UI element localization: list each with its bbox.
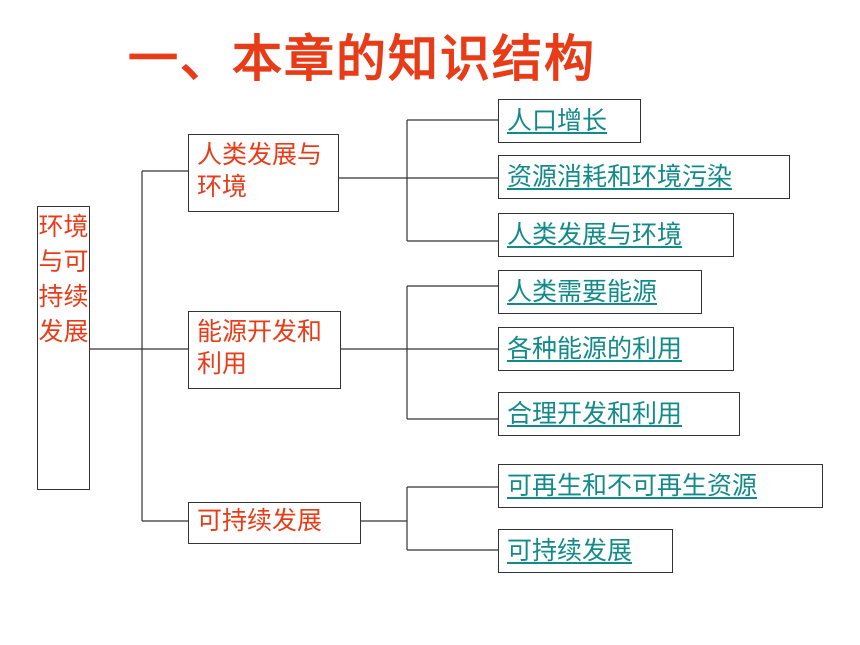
category-node-sustainability: 可持续发展 [188, 502, 361, 544]
leaf-link-human-development-environment[interactable]: 人类发展与环境 [498, 213, 734, 257]
leaf-link-energy-needs[interactable]: 人类需要能源 [498, 270, 702, 314]
leaf-link-renewable-resources[interactable]: 可再生和不可再生资源 [498, 464, 823, 508]
leaf-link-resource-consumption[interactable]: 资源消耗和环境污染 [498, 155, 790, 199]
leaf-link-energy-utilization[interactable]: 各种能源的利用 [498, 327, 734, 371]
slide-title: 一、本章的知识结构 [128, 30, 596, 88]
leaf-link-population-growth[interactable]: 人口增长 [498, 99, 641, 143]
category-node-human-development: 人类发展与环境 [188, 134, 339, 212]
leaf-link-sustainable-development[interactable]: 可持续发展 [498, 529, 673, 573]
leaf-link-rational-development[interactable]: 合理开发和利用 [498, 392, 740, 436]
root-node: 环境与可持续发展 [37, 206, 90, 490]
category-node-energy: 能源开发和利用 [188, 311, 341, 389]
